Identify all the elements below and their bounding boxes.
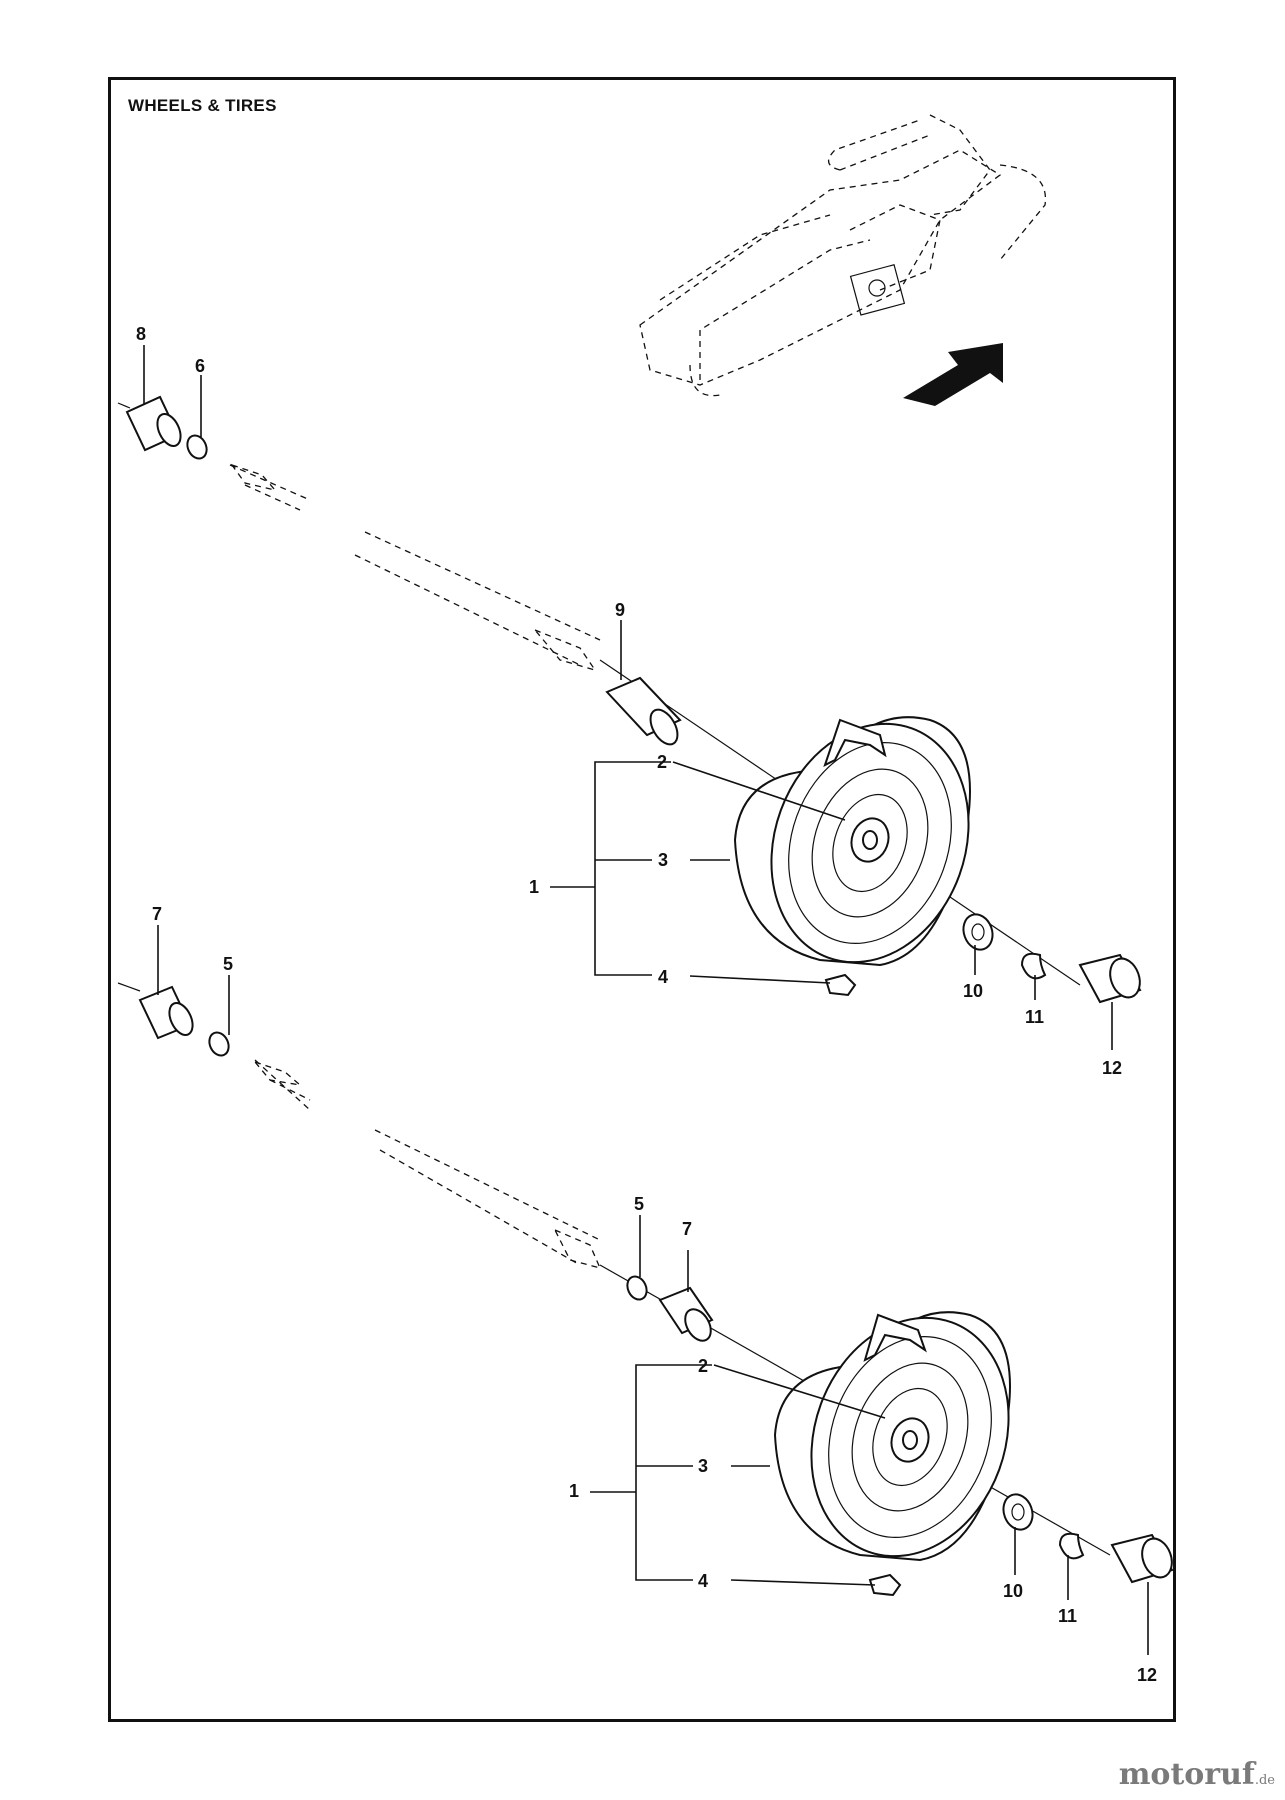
inner-washer-5 xyxy=(626,1275,648,1301)
callout-3: 3 xyxy=(658,850,668,870)
callout-9: 9 xyxy=(615,600,625,620)
valve-4 xyxy=(824,973,857,997)
upper-assembly xyxy=(117,345,1142,1050)
callout-2: 2 xyxy=(657,752,667,772)
callout-7b: 7 xyxy=(682,1219,692,1239)
clip-11 xyxy=(1020,952,1047,980)
callout-6: 6 xyxy=(195,356,205,376)
callout-8: 8 xyxy=(136,324,146,344)
callout-labels-lower: 7 5 5 7 1 2 3 4 10 11 12 xyxy=(152,904,1157,1685)
diagram-frame xyxy=(108,77,1176,1722)
callout-labels-upper: 8 6 9 1 2 3 4 10 11 12 xyxy=(136,324,1122,1078)
lower-assembly xyxy=(117,925,1174,1655)
watermark-logo: motoruf.de xyxy=(1118,1757,1275,1792)
diagram-title: WHEELS & TIRES xyxy=(128,96,277,115)
washer-10 xyxy=(962,913,994,951)
callout-12: 12 xyxy=(1102,1058,1122,1078)
washer-10b xyxy=(1002,1493,1034,1531)
callout-11: 11 xyxy=(1025,1007,1044,1027)
callout-10b: 10 xyxy=(1003,1581,1023,1601)
direction-arrow xyxy=(903,343,1003,406)
callout-10: 10 xyxy=(963,981,983,1001)
valve-4b xyxy=(868,1573,902,1597)
axle-washer-6 xyxy=(186,434,208,460)
callout-2b: 2 xyxy=(698,1356,708,1376)
callout-7: 7 xyxy=(152,904,162,924)
callout-12b: 12 xyxy=(1137,1665,1157,1685)
wheel-upper xyxy=(733,716,971,967)
callout-1: 1 xyxy=(529,877,539,897)
callout-4b: 4 xyxy=(698,1571,708,1591)
callout-1b: 1 xyxy=(569,1481,579,1501)
callout-3b: 3 xyxy=(698,1456,708,1476)
axle-washer-5 xyxy=(208,1031,230,1057)
clip-11b xyxy=(1058,1532,1085,1560)
callout-5b: 5 xyxy=(634,1194,644,1214)
chassis-overview xyxy=(639,114,1047,397)
callout-5: 5 xyxy=(223,954,233,974)
callout-4: 4 xyxy=(658,967,668,987)
callout-11b: 11 xyxy=(1058,1606,1077,1626)
wheel-lower xyxy=(773,1311,1011,1562)
